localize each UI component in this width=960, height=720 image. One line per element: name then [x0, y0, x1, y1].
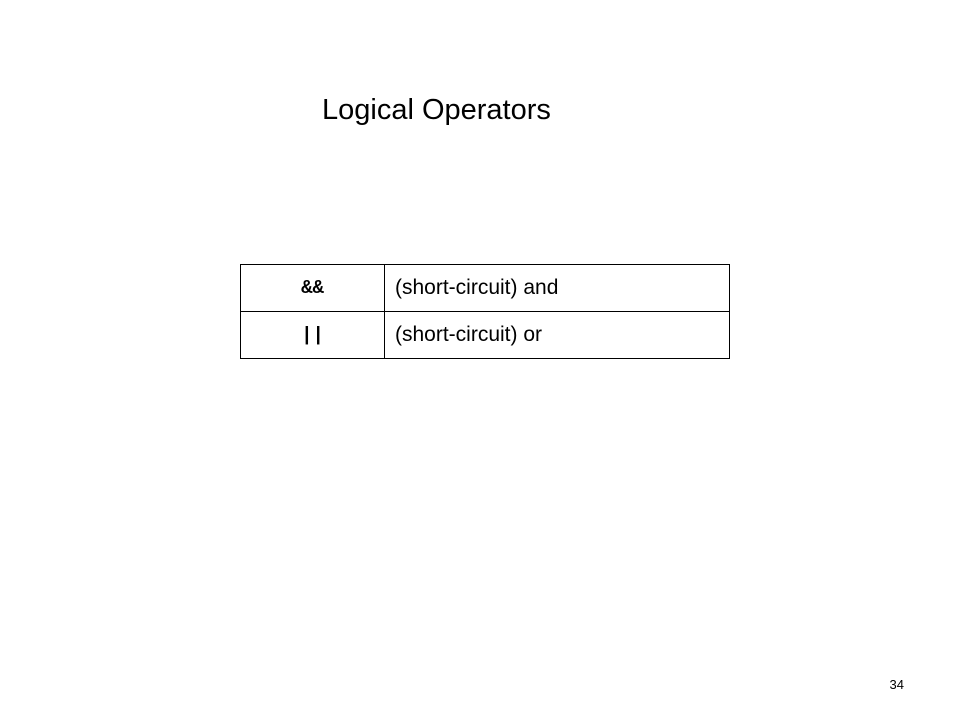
slide-title: Logical Operators: [322, 94, 551, 126]
description-cell: (short-circuit) or: [384, 311, 730, 359]
table-row: || (short-circuit) or: [240, 311, 730, 359]
operators-table: && (short-circuit) and || (short-circuit…: [240, 264, 730, 359]
operator-cell: &&: [240, 264, 385, 312]
operator-cell: ||: [240, 311, 385, 359]
page-number: 34: [889, 677, 904, 692]
table-row: && (short-circuit) and: [240, 264, 730, 312]
description-cell: (short-circuit) and: [384, 264, 730, 312]
